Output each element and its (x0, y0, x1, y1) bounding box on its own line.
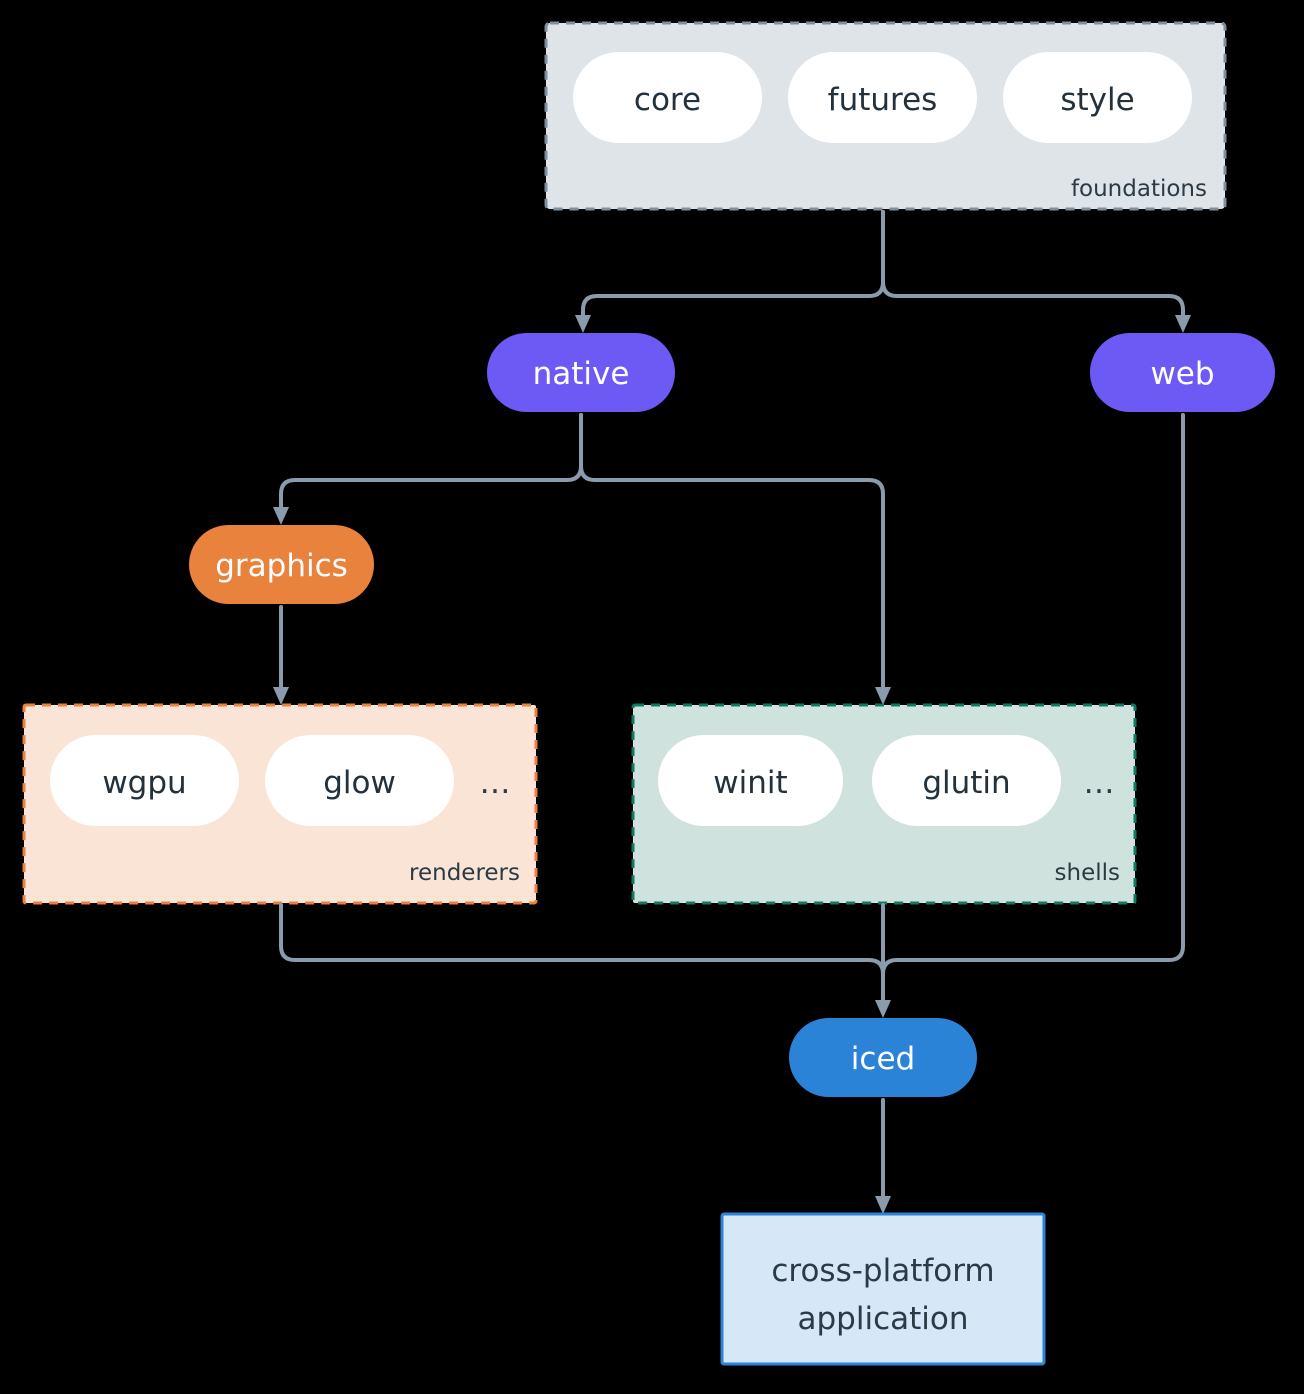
edge-graphics-to-renderers-arrowhead (273, 687, 289, 705)
pill-winit-shape (658, 735, 843, 826)
pill-wgpu-label: wgpu (102, 765, 186, 801)
node-graphics-shape (189, 525, 374, 604)
pill-glow-shape (265, 735, 454, 826)
cluster-shells-label: shells (1055, 860, 1120, 886)
edge-native-to-graphics-arrowhead (273, 507, 289, 525)
edge-graphics-to-renderers (273, 605, 289, 705)
pill-glutin[interactable]: glutin (872, 735, 1061, 826)
box-cross-platform-application-line2: application (798, 1301, 969, 1337)
edge-iced-to-application-arrowhead (875, 1196, 891, 1214)
edge-native-to-shells-arrowhead (875, 687, 891, 705)
pill-futures[interactable]: futures (788, 52, 977, 143)
pill-winit[interactable]: winit (658, 735, 843, 826)
pill-glutin-label: glutin (922, 765, 1010, 801)
cluster-renderers-label: renderers (409, 860, 520, 886)
pill-glutin-shape (872, 735, 1061, 826)
node-graphics-label: graphics (215, 548, 348, 584)
pill-futures-label: futures (828, 82, 938, 118)
node-native[interactable]: native (487, 333, 675, 412)
pill-winit-label: winit (713, 765, 787, 801)
edge-shells-to-iced (875, 903, 891, 1018)
pill-style[interactable]: style (1003, 52, 1192, 143)
edge-foundations-to-web-arrowhead (1175, 315, 1191, 333)
shells-more-ellipsis: … (1084, 765, 1117, 801)
node-native-label: native (533, 356, 630, 392)
box-cross-platform-application[interactable]: cross-platform application (720, 1212, 1046, 1366)
pill-core[interactable]: core (573, 52, 762, 143)
cluster-shells: shells winit glutin … (631, 703, 1137, 905)
node-iced[interactable]: iced (789, 1018, 977, 1097)
node-web-shape (1090, 333, 1275, 412)
node-iced-shape (789, 1018, 977, 1097)
node-native-shape (487, 333, 675, 412)
node-iced-label: iced (851, 1041, 915, 1077)
edge-foundations-to-native-arrowhead (575, 315, 591, 333)
box-cross-platform-application-shape (720, 1212, 1046, 1366)
pill-core-label: core (634, 82, 701, 118)
edge-native-to-shells-path (579, 413, 885, 694)
cluster-foundations-label: foundations (1071, 176, 1207, 202)
edge-iced-to-application (875, 1098, 891, 1214)
pill-glow-label: glow (323, 765, 396, 801)
pill-style-shape (1003, 52, 1192, 143)
box-cross-platform-application-line1: cross-platform (771, 1253, 994, 1289)
node-web-label: web (1150, 356, 1214, 392)
edge-foundations-to-web (881, 210, 1191, 333)
pill-core-shape (573, 52, 762, 143)
pill-glow[interactable]: glow (265, 735, 454, 826)
cluster-renderers: renderers wgpu glow … (22, 703, 538, 905)
pill-futures-shape (788, 52, 977, 143)
cluster-foundations: foundations core futures style (544, 21, 1227, 211)
edge-native-to-shells (579, 413, 891, 705)
pill-wgpu-shape (50, 735, 239, 826)
pill-wgpu[interactable]: wgpu (50, 735, 239, 826)
pill-style-label: style (1060, 82, 1134, 118)
edge-foundations-to-web-path (881, 210, 1185, 322)
node-graphics[interactable]: graphics (189, 525, 374, 604)
renderers-more-ellipsis: … (480, 765, 513, 801)
node-web[interactable]: web (1090, 333, 1275, 412)
edge-shells-to-iced-arrowhead (875, 1000, 891, 1018)
